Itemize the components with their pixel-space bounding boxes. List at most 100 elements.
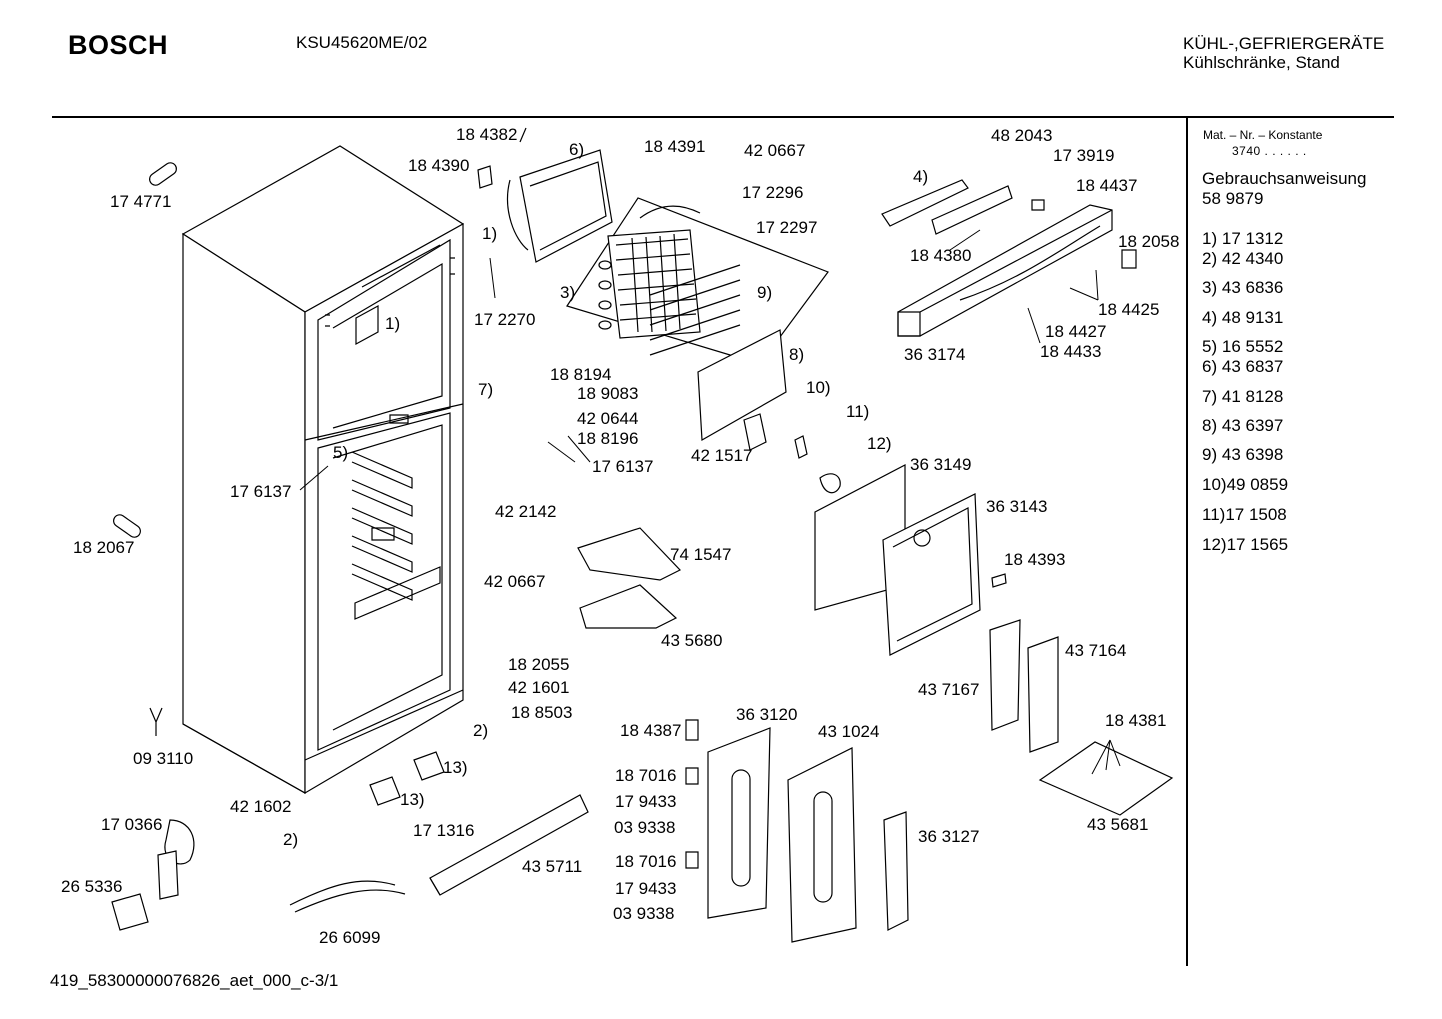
part-label: 36 3143 — [986, 497, 1048, 516]
brand-logo: BOSCH — [68, 30, 169, 60]
header-divider — [52, 116, 1394, 118]
part-label: 18 4390 — [408, 156, 470, 175]
door-parts-drawing — [430, 528, 1172, 942]
freezer-tray-drawing — [478, 128, 612, 262]
part-label: 17 1316 — [413, 821, 475, 840]
part-label: 17 9433 — [615, 792, 677, 811]
part-label: 17 6137 — [592, 457, 654, 476]
part-label: 18 9083 — [577, 384, 639, 403]
part-label: 42 2142 — [495, 502, 557, 521]
document-id: 419_58300000076826_aet_000_c-3/1 — [50, 971, 339, 990]
part-label: 2) — [473, 721, 489, 740]
part-label: 18 4433 — [1040, 342, 1102, 361]
part-label: 17 2270 — [474, 310, 536, 329]
part-label: 42 0667 — [484, 572, 546, 591]
part-label: 42 1601 — [508, 678, 570, 697]
leader-lines — [300, 230, 1120, 774]
part-label: 12) — [867, 434, 892, 453]
part-label: 48 2043 — [991, 126, 1053, 145]
legend-item: 2) 42 4340 — [1202, 249, 1284, 268]
part-label: 17 2297 — [756, 218, 818, 237]
part-label: 18 4381 — [1105, 711, 1167, 730]
part-label: 18 4387 — [620, 721, 682, 740]
part-label: 13) — [443, 758, 468, 777]
part-label: 43 5681 — [1087, 815, 1149, 834]
part-label: 13) — [400, 790, 425, 809]
legend-item: 6) 43 6837 — [1202, 357, 1284, 376]
legend-item: 8) 43 6397 — [1202, 416, 1284, 435]
legend-item: 10)49 0859 — [1202, 475, 1289, 494]
back-panels-drawing — [698, 330, 1006, 655]
part-label: 26 6099 — [319, 928, 381, 947]
legend-item: 9) 43 6398 — [1202, 445, 1284, 464]
part-label: 18 4380 — [910, 246, 972, 265]
legend-item: 12)17 1565 — [1202, 535, 1289, 554]
part-label: 5) — [333, 443, 349, 462]
legend-item: 5) 16 5552 — [1202, 337, 1284, 356]
part-label: 42 1602 — [230, 797, 292, 816]
category-title: KÜHL-,GEFRIERGERÄTE — [1183, 34, 1385, 53]
manual-label: Gebrauchsanweisung — [1202, 169, 1367, 188]
part-label: 18 4393 — [1004, 550, 1066, 569]
part-label: 36 3174 — [904, 345, 966, 364]
control-panel-drawing — [882, 180, 1136, 336]
part-label: 18 8196 — [577, 429, 639, 448]
part-label: 36 3149 — [910, 455, 972, 474]
manual-number: 58 9879 — [1202, 189, 1264, 208]
part-label: 18 4437 — [1076, 176, 1138, 195]
evaporator-group-drawing — [567, 198, 828, 364]
part-label: 18 4425 — [1098, 300, 1160, 319]
mat-value: 3740 . . . . . . — [1232, 144, 1307, 158]
legend-item: 3) 43 6836 — [1202, 278, 1284, 297]
part-label: 09 3110 — [133, 749, 194, 768]
cabinet-drawing — [183, 146, 463, 793]
part-label: 43 7167 — [918, 680, 980, 699]
legend-item: 7) 41 8128 — [1202, 387, 1284, 406]
part-label: 9) — [757, 283, 773, 302]
part-label: 18 7016 — [615, 852, 677, 871]
category-subtitle: Kühlschränke, Stand — [1183, 53, 1340, 72]
part-label: 74 1547 — [670, 545, 732, 564]
legend-item: 1) 17 1312 — [1202, 229, 1284, 248]
part-label: 43 7164 — [1065, 641, 1127, 660]
part-label: 4) — [913, 167, 929, 186]
part-label: 43 1024 — [818, 722, 880, 741]
part-label: 1) — [482, 224, 498, 243]
part-label: 17 6137 — [230, 482, 292, 501]
model-number: KSU45620ME/02 — [296, 33, 428, 52]
part-label: 18 8503 — [511, 703, 573, 722]
part-label: 10) — [806, 378, 831, 397]
part-label: 36 3127 — [918, 827, 980, 846]
part-label: 6) — [569, 140, 585, 159]
part-label: 18 2058 — [1118, 232, 1180, 251]
part-label: 17 9433 — [615, 879, 677, 898]
part-label: 18 8194 — [550, 365, 612, 384]
part-label: 17 3919 — [1053, 146, 1115, 165]
part-label: 17 0366 — [101, 815, 163, 834]
part-label: 18 7016 — [615, 766, 677, 785]
part-label: 03 9338 — [614, 818, 676, 837]
part-label: 18 4382 — [456, 125, 518, 144]
part-label: 43 5680 — [661, 631, 723, 650]
legend-item: 4) 48 9131 — [1202, 308, 1284, 327]
mat-label: Mat. – Nr. – Konstante — [1203, 128, 1323, 142]
part-label: 2) — [283, 830, 299, 849]
legend-item: 11)17 1508 — [1202, 505, 1287, 524]
sidebar-divider — [1186, 118, 1188, 966]
part-label: 43 5711 — [522, 857, 583, 876]
part-label: 18 4427 — [1045, 322, 1107, 341]
part-label: 8) — [789, 345, 805, 364]
part-label: 3) — [560, 283, 576, 302]
part-label: 26 5336 — [61, 877, 123, 896]
part-label: 11) — [846, 402, 870, 421]
part-label: 18 4391 — [644, 137, 706, 156]
bottom-parts-drawing — [111, 160, 444, 930]
part-label: 7) — [478, 380, 494, 399]
part-label: 17 4771 — [110, 192, 172, 211]
part-label: 1) — [385, 314, 401, 333]
part-label: 17 2296 — [742, 183, 804, 202]
part-label: 36 3120 — [736, 705, 798, 724]
part-label: 18 2055 — [508, 655, 570, 674]
part-label: 18 2067 — [73, 538, 135, 557]
